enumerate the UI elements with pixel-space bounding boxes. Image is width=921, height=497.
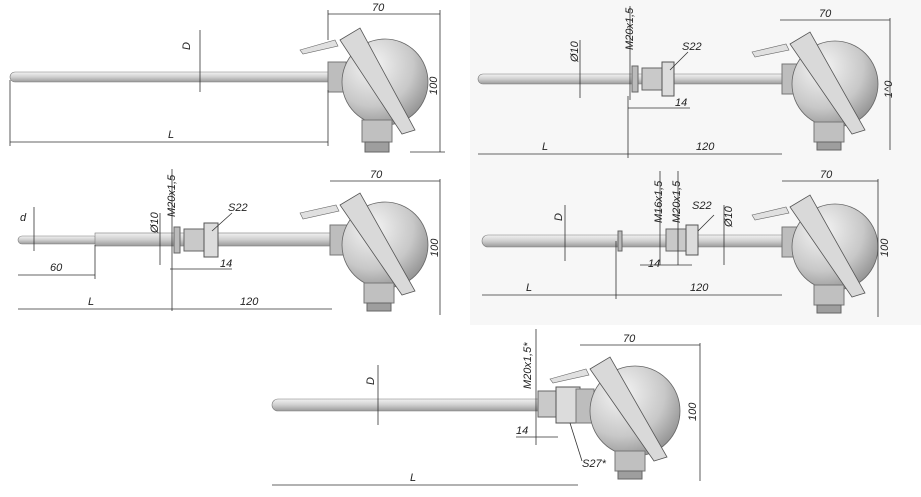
thread-label: M20x1,5: [624, 7, 636, 50]
diameter-label: Ø10: [723, 205, 735, 228]
variant-2-panel: 70 1^0 Ø10 M20x1,5 S22 14 L 120: [470, 0, 921, 165]
variant-1-drawing: 70 100 D L: [9, 2, 445, 153]
variant-5-drawing: 70 100 D M20x1,5* 14 S27* L: [271, 329, 701, 486]
height-label: 100: [428, 76, 440, 95]
thread2-label: M20x1,5: [671, 180, 683, 223]
connection-head: [549, 356, 681, 480]
thread-label: M20x1,5: [166, 174, 178, 217]
d-label: D: [553, 213, 565, 221]
sensor-tip: [17, 235, 99, 245]
wrench-label: S22: [682, 41, 702, 53]
d-label: D: [181, 42, 193, 50]
nipple-label: 14: [516, 425, 528, 437]
width-label: 70: [370, 169, 383, 181]
compression-fitting: [617, 224, 699, 256]
thread1-label: M16x1,5: [653, 180, 665, 223]
connection-head: [299, 27, 429, 153]
length-label: L: [526, 282, 532, 294]
nipple-label: 14: [220, 258, 232, 270]
diameter-label: Ø10: [149, 211, 161, 234]
wrench-label: S22: [692, 200, 712, 212]
variant-3-panel: 70 100 d 60 Ø10 M20x1,5 S22 14 L 120: [0, 165, 460, 325]
compression-fitting: [631, 61, 675, 97]
tip-diameter-label: d: [20, 212, 27, 224]
sensor-rod: [94, 232, 351, 247]
compression-fitting: [173, 222, 219, 258]
offset-label: 120: [240, 296, 259, 308]
offset-label: 120: [690, 282, 709, 294]
variant-3-drawing: 70 100 d 60 Ø10 M20x1,5 S22 14 L 120: [17, 169, 441, 315]
sensor-rod: [271, 398, 555, 412]
wrench-label: S27*: [582, 458, 607, 470]
variant-4-panel: 70 100 D M16x1,5 M20x1,5 S22 Ø10 14 L 12…: [470, 165, 921, 325]
variant-2-drawing: 70 1^0 Ø10 M20x1,5 S22 14 L 120: [477, 6, 895, 158]
variant-4-drawing: 70 100 D M16x1,5 M20x1,5 S22 Ø10 14 L 12…: [481, 169, 891, 317]
connection-head: [751, 194, 879, 314]
nipple-label: 14: [648, 258, 660, 270]
width-label: 70: [623, 333, 636, 345]
variant-5-panel: 70 100 D M20x1,5* 14 S27* L: [260, 325, 721, 497]
length-label: L: [410, 472, 416, 484]
sensor-rod: [9, 71, 346, 83]
nipple-label: 14: [675, 97, 687, 109]
height-label: 1^0: [883, 80, 895, 98]
width-label: 70: [372, 2, 385, 14]
width-label: 70: [820, 169, 833, 181]
step-label: 60: [50, 262, 63, 274]
variant-1-panel: 70 100 D L: [0, 0, 460, 165]
length-label: L: [168, 129, 174, 141]
d-label: D: [365, 377, 377, 385]
wrench-label: S22: [228, 202, 248, 214]
width-label: 70: [819, 8, 832, 20]
length-label: L: [542, 141, 548, 153]
height-label: 100: [429, 238, 441, 257]
thread-label: M20x1,5*: [522, 342, 534, 389]
sensor-rod: [481, 234, 803, 248]
connection-head: [751, 31, 879, 151]
connection-head: [299, 192, 429, 312]
length-label: L: [88, 296, 94, 308]
height-label: 100: [687, 402, 699, 421]
height-label: 100: [879, 238, 891, 257]
diameter-label: Ø10: [569, 40, 581, 63]
compression-fitting: [537, 386, 581, 424]
offset-label: 120: [696, 141, 715, 153]
